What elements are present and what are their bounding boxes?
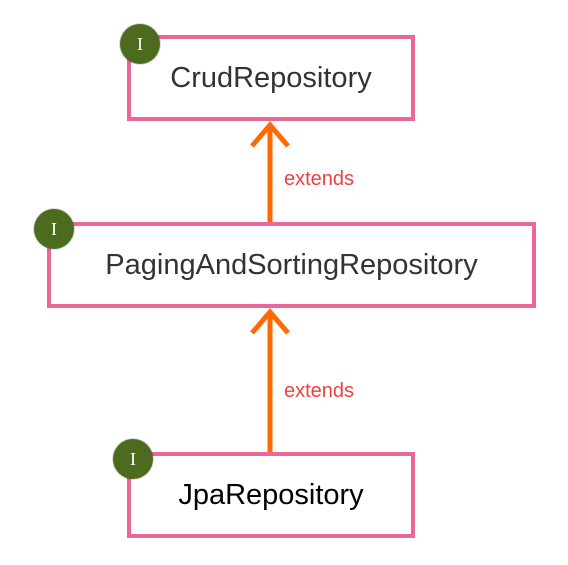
node-crud-repository[interactable]: CrudRepository: [127, 35, 415, 121]
node-paging-and-sorting-repository[interactable]: PagingAndSortingRepository: [47, 222, 536, 308]
interface-icon: I: [120, 24, 160, 64]
node-label: PagingAndSortingRepository: [105, 248, 478, 281]
node-jpa-repository[interactable]: JpaRepository: [127, 452, 415, 538]
node-label: JpaRepository: [178, 478, 364, 511]
edge-label-extends: extends: [284, 380, 355, 402]
edge-label-extends: extends: [284, 168, 355, 190]
node-label: CrudRepository: [170, 61, 372, 94]
interface-icon: I: [113, 439, 153, 479]
interface-icon: I: [34, 209, 74, 249]
